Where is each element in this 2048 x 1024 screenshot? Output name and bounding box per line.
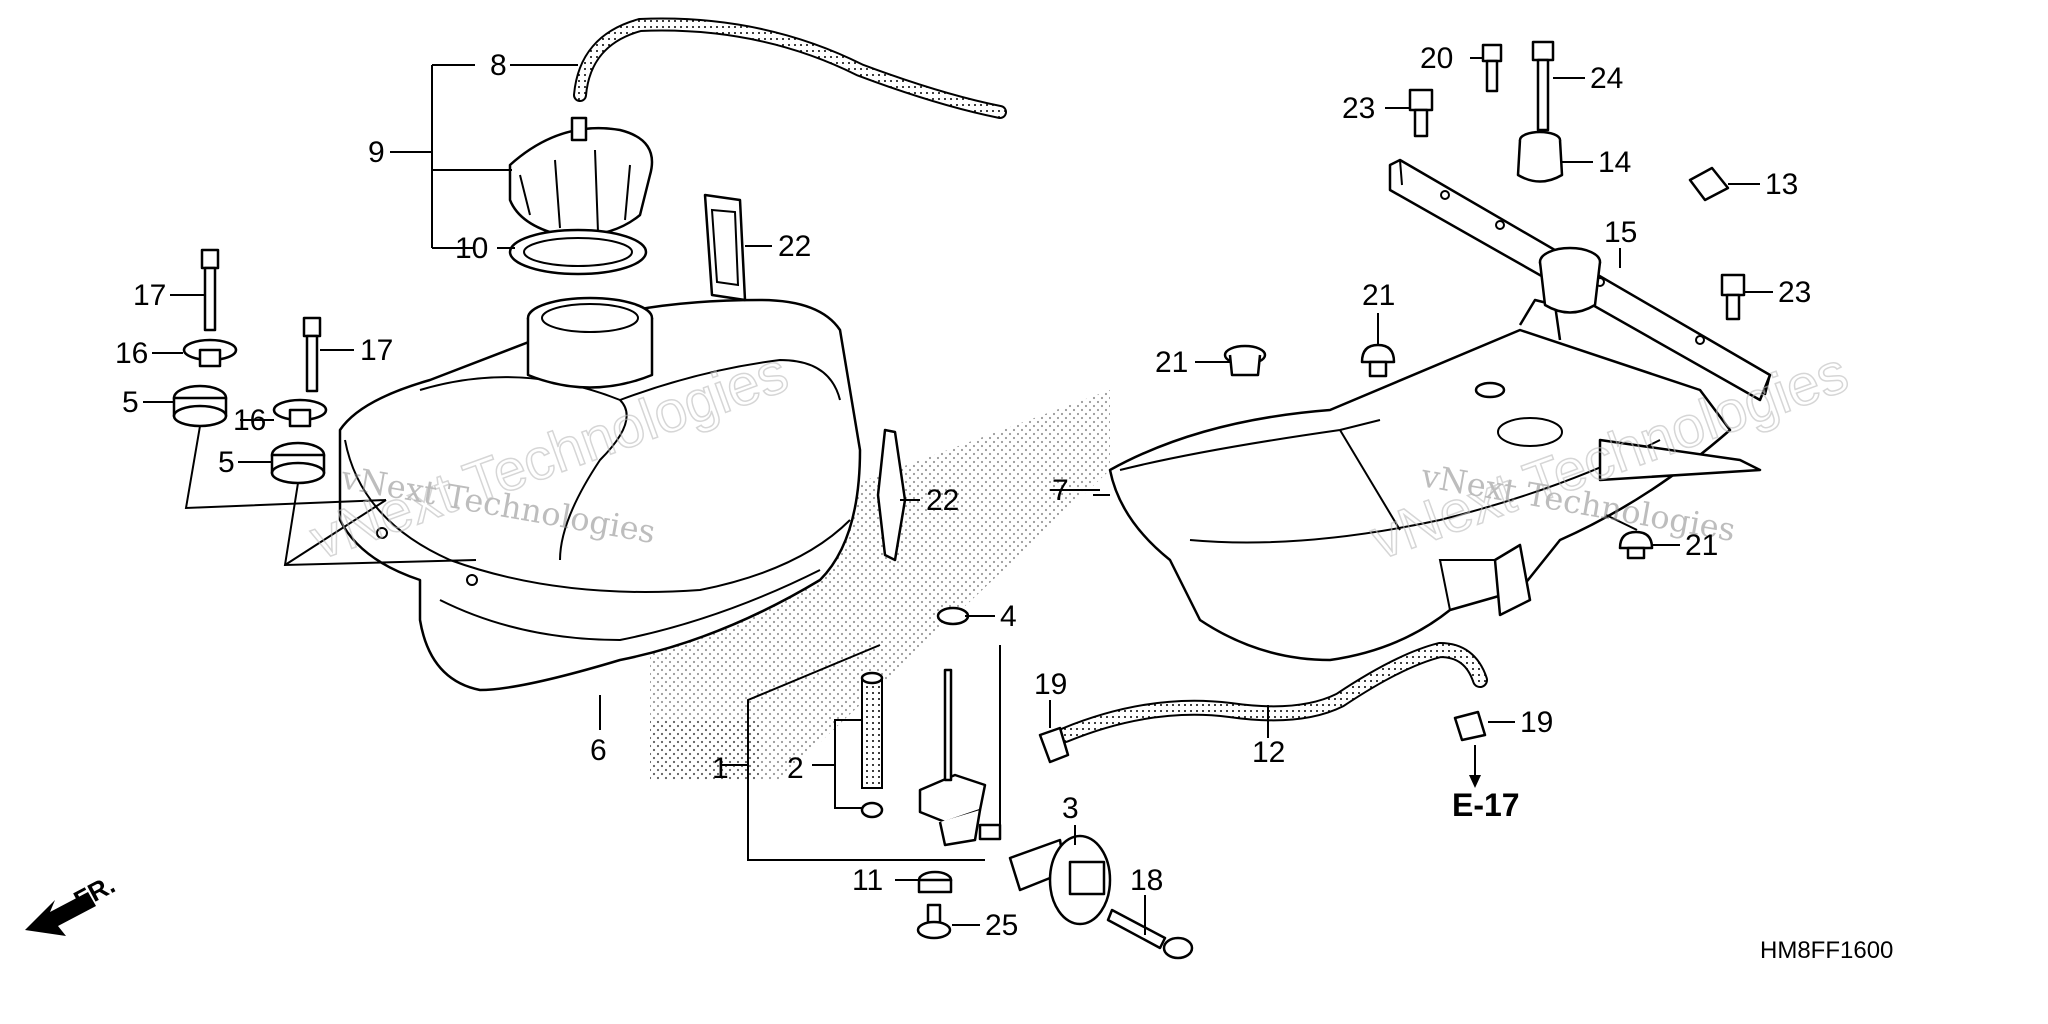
callout-2: 2 (787, 752, 804, 785)
cushion-14 (1516, 130, 1564, 183)
breather-tube (573, 17, 1007, 119)
bolt-20 (1481, 43, 1503, 93)
callout-7: 7 (1052, 474, 1069, 507)
callout-22a: 22 (778, 230, 811, 263)
bolt-23-upper (1408, 88, 1434, 138)
leader-lines (143, 57, 1773, 935)
callout-25: 25 (985, 909, 1018, 942)
grommet-21-center (1360, 343, 1396, 378)
reference-label: E-17 (1452, 787, 1520, 823)
hose-clip-19-left (1038, 726, 1070, 764)
mount-rubber-left (172, 384, 228, 428)
tank-crossbar (1388, 158, 1772, 402)
callout-10: 10 (455, 232, 488, 265)
callout-19a: 19 (1034, 668, 1067, 701)
callout-4: 4 (1000, 600, 1017, 633)
mount-rubber-center (270, 441, 326, 485)
mount-bolt-center (302, 316, 322, 393)
grommet-21-left (1223, 344, 1267, 377)
fuel-cap (508, 116, 654, 238)
front-arrow-icon (25, 892, 96, 936)
washer-4 (936, 606, 970, 626)
callout-5a: 5 (122, 386, 139, 419)
diagram-code: HM8FF1600 (1760, 937, 1893, 964)
bolt-23-right (1720, 273, 1746, 321)
callout-8: 8 (490, 49, 507, 82)
callout-21b: 21 (1362, 279, 1395, 312)
nut-11 (917, 870, 953, 894)
callout-9: 9 (368, 136, 385, 169)
callout-22b: 22 (926, 484, 959, 517)
bolt-24 (1531, 40, 1555, 132)
tank-strap-lower (876, 428, 907, 562)
mount-collar-left (182, 338, 238, 368)
screw-25 (916, 903, 952, 940)
callout-20: 20 (1420, 42, 1453, 75)
callout-21a: 21 (1155, 346, 1188, 379)
fuel-valve (918, 668, 1002, 847)
callout-15: 15 (1604, 216, 1637, 249)
callout-3: 3 (1062, 792, 1079, 825)
callout-19b: 19 (1520, 706, 1553, 739)
fuel-cap-gasket (508, 228, 648, 276)
callout-11: 11 (852, 864, 883, 897)
fuel-hose (1057, 641, 1488, 743)
callout-16b: 16 (233, 404, 266, 437)
callout-23a: 23 (1342, 92, 1375, 125)
callout-23b: 23 (1778, 276, 1811, 309)
bolt-18 (1106, 908, 1194, 960)
tank-strap-upper (703, 193, 747, 302)
callout-16a: 16 (115, 337, 148, 370)
callout-5b: 5 (218, 446, 235, 479)
callout-6: 6 (590, 734, 607, 767)
callout-24: 24 (1590, 62, 1623, 95)
front-direction-marker: FR. (25, 869, 120, 936)
grommet-21-right (1618, 530, 1654, 560)
callout-1: 1 (712, 752, 729, 785)
callout-12: 12 (1252, 736, 1285, 769)
tank-cover (1108, 298, 1762, 662)
fuel-strainer (860, 671, 884, 819)
fuel-tank (338, 296, 862, 692)
callout-18: 18 (1130, 864, 1163, 897)
mount-collar-center (272, 398, 328, 428)
clip-13 (1688, 166, 1730, 202)
mount-bolt-left (200, 248, 220, 332)
callout-14: 14 (1598, 146, 1631, 179)
hose-clip-19-right (1453, 710, 1487, 742)
callout-17b: 17 (360, 334, 393, 367)
valve-lever (1008, 834, 1112, 926)
callout-13: 13 (1765, 168, 1798, 201)
callout-17a: 17 (133, 279, 166, 312)
callout-21c: 21 (1685, 529, 1718, 562)
callout-labels: 1 2 3 4 5 5 6 7 8 9 10 11 12 13 14 15 16… (115, 42, 1811, 942)
